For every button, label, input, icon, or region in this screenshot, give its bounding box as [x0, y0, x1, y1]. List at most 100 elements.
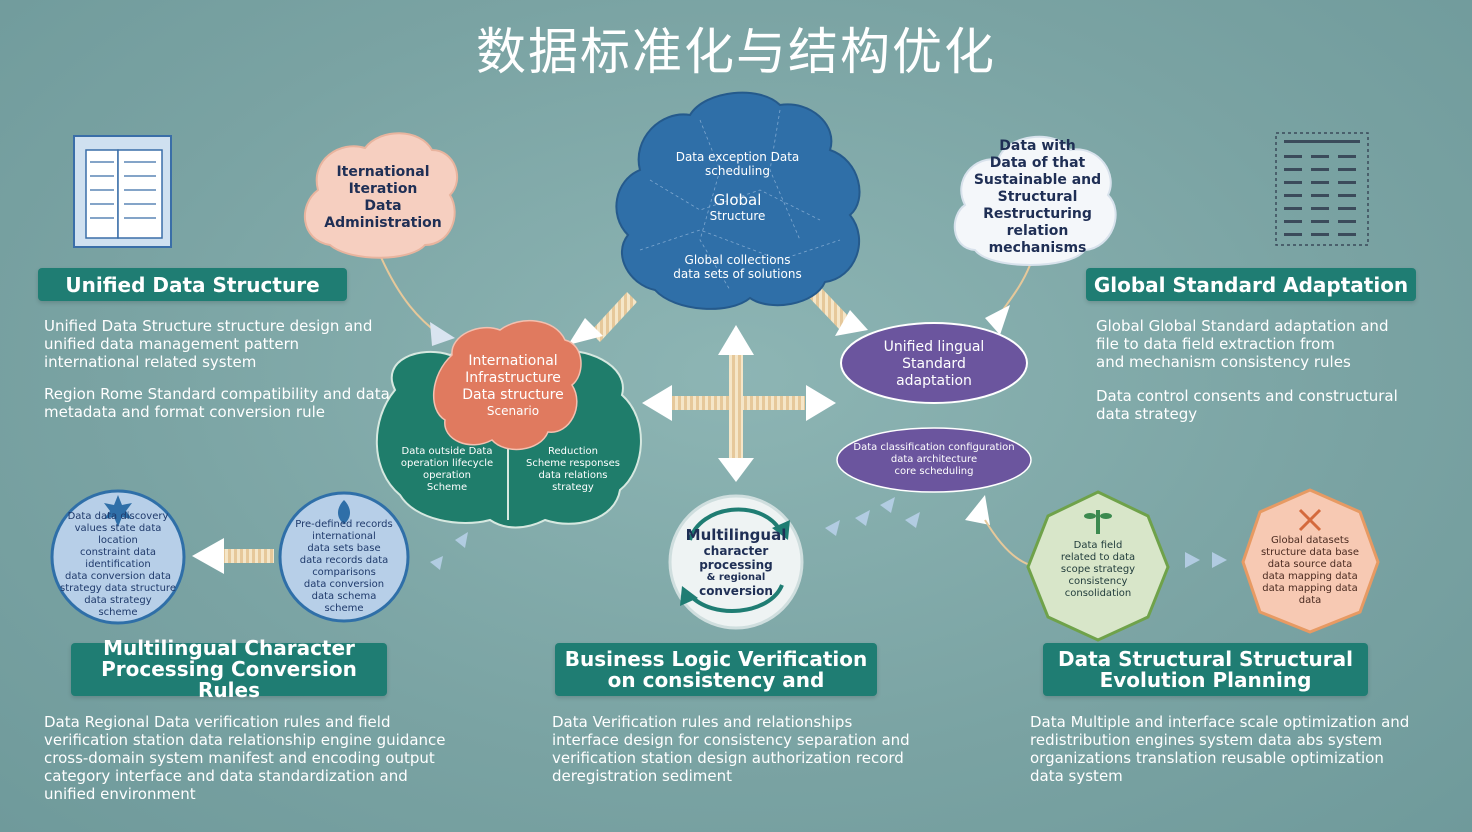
- desc-multilingual-line-1: Data Regional Data verification rules an…: [44, 713, 391, 731]
- banner-unified-label: Unified Data Structure: [65, 272, 320, 297]
- circle-mid-shape: [278, 491, 410, 623]
- arrow-head-hub-left: [430, 322, 455, 346]
- hex-green-line-1: Data field: [1073, 540, 1123, 551]
- blue-cloud-line-6: data sets of solutions: [673, 266, 802, 281]
- white-cloud-line-4: Structural: [997, 188, 1078, 205]
- peach-cloud-shape: [303, 132, 459, 259]
- purple-bottom-line-1: Data classification configuration: [853, 442, 1015, 453]
- circle-mid-text: Pre-defined records international data s…: [288, 519, 400, 614]
- center-circle-line-2: character processing: [699, 543, 773, 572]
- hex-green-shape: [1026, 490, 1170, 642]
- circle-left-line-7: data strategy: [84, 595, 152, 606]
- green-left-line-2: operation lifecycle: [400, 458, 494, 469]
- hex-green-line-2: related to data: [1060, 552, 1136, 563]
- white-cloud-line-5: Restructuring relation: [983, 205, 1092, 239]
- octagon-peach-line-2: structure data base: [1260, 547, 1360, 558]
- desc-evolution-line-4: data system: [1030, 767, 1123, 785]
- hex-green-text: Data field related to data scope strateg…: [1045, 540, 1151, 600]
- center-circle-line-3: & regional: [706, 571, 766, 583]
- orange-hub-text: International Infrastructure Data struct…: [448, 345, 578, 425]
- orange-hub-line-2: Infrastructure: [465, 369, 561, 386]
- green-right-line-3: data relations: [538, 470, 608, 481]
- banner-multilingual-line-2: Processing Conversion Rules: [101, 657, 357, 702]
- peach-cloud-line-3: Data: [364, 197, 402, 214]
- circle-left-line-1: Data data discovery: [67, 511, 169, 522]
- green-right-line-4: strategy: [552, 482, 594, 493]
- circle-mid-line-1: Pre-defined records: [295, 519, 393, 530]
- center-circle-text: Multilingual character processing & regi…: [668, 526, 804, 598]
- banner-multilingual: Multilingual Character Processing Conver…: [71, 638, 387, 701]
- blue-cloud-text: Data exception Data scheduling Global St…: [650, 130, 825, 300]
- page-title: 数据标准化与结构优化: [476, 23, 996, 81]
- purple-top-text: Unified lingual Standard adaptation: [855, 338, 1013, 390]
- desc-unified: Unified Data Structure structure design …: [44, 317, 404, 421]
- circle-mid-line-5: comparisons: [312, 567, 376, 578]
- banner-multilingual-line-1: Multilingual Character: [103, 636, 355, 660]
- arrow-hub-to-blue-cloud: [568, 292, 637, 345]
- blue-cloud-shape: [615, 91, 861, 310]
- desc-multilingual-line-5: unified environment: [44, 785, 196, 803]
- desc-unified-line-4: Region Rome Standard compatibility and d…: [44, 385, 390, 403]
- circle-mid-line-7: data schema: [311, 591, 377, 602]
- orange-hub-shape: [433, 319, 582, 451]
- desc-global-line-2: file to data field extraction from: [1096, 335, 1335, 353]
- green-right-text: Reduction Scheme responses data relation…: [514, 440, 632, 500]
- blue-cloud-texture: [639, 109, 841, 291]
- desc-global-line-1: Global Global Standard adaptation and: [1096, 317, 1389, 335]
- circle-mid-line-4: data records data: [299, 555, 389, 566]
- desc-unified-line-3: international related system: [44, 353, 257, 371]
- tools-icon: [1298, 508, 1322, 532]
- gear-icon: [104, 495, 132, 527]
- data-table-icon: [1275, 132, 1369, 246]
- desc-multilingual-line-4: category interface and data standardizat…: [44, 767, 408, 785]
- desc-global-line-3: and mechanism consistency rules: [1096, 353, 1351, 371]
- purple-bottom-line-3: core scheduling: [894, 466, 974, 477]
- white-cloud-line-2: Data of that: [989, 154, 1086, 171]
- cycle-arrows-icon: [688, 507, 784, 613]
- octagon-peach-line-3: data source data: [1267, 559, 1353, 570]
- desc-global-line-4: Data control consents and constructural: [1096, 387, 1398, 405]
- blue-cloud-line-4: Structure: [709, 208, 766, 223]
- white-cloud-line-1: Data with: [999, 137, 1076, 154]
- banner-global-label: Global Standard Adaptation: [1093, 272, 1409, 297]
- banner-evolution-line-1: Data Structural Structural: [1058, 646, 1353, 671]
- arrow-to-circle-left: [192, 538, 274, 574]
- green-left-line-4: Scheme: [426, 482, 468, 493]
- circle-left-line-2: values state data location: [74, 523, 162, 546]
- desc-unified-line-2: unified data management pattern: [44, 335, 300, 353]
- cycle-arrow-heads: [680, 520, 790, 606]
- octagon-peach-line-6: data: [1298, 595, 1322, 606]
- green-left-text: Data outside Data operation lifecycle op…: [388, 440, 506, 500]
- circle-mid-line-8: scheme: [324, 603, 364, 614]
- banner-business-line-2: on consistency and: [607, 667, 825, 692]
- desc-unified-line-5: metadata and format conversion rule: [44, 403, 325, 421]
- circle-mid-line-2: international: [312, 531, 376, 542]
- white-cloud-line-6: mechanisms: [988, 239, 1087, 256]
- purple-top-line-3: adaptation: [896, 372, 972, 389]
- orange-hub-line-4: Scenario: [486, 403, 540, 418]
- banner-business-line-1: Business Logic Verification: [564, 646, 868, 671]
- octagon-peach-line-1: Global datasets: [1270, 535, 1350, 546]
- circle-left-line-6: strategy data structure: [60, 583, 176, 594]
- banner-business: Business Logic Verification on consisten…: [555, 643, 877, 696]
- desc-evolution-line-1: Data Multiple and interface scale optimi…: [1030, 713, 1410, 731]
- hex-green-line-3: scope strategy: [1060, 564, 1136, 575]
- desc-evolution-line-2: redistribution engines system data abs s…: [1030, 731, 1383, 749]
- green-right-line-2: Scheme responses: [525, 458, 621, 469]
- banner-evolution-line-2: Evolution Planning: [1099, 667, 1312, 692]
- orange-hub-line-3: Data structure: [462, 386, 564, 403]
- purple-bottom-shape: [836, 427, 1032, 493]
- desc-global-line-5: data strategy: [1096, 405, 1198, 423]
- circle-mid-line-3: data sets base: [307, 543, 381, 554]
- arrow-to-hex-green: [965, 495, 1031, 566]
- desc-multilingual-line-3: cross-domain system manifest and encodin…: [44, 749, 435, 767]
- desc-unified-line-1: Unified Data Structure structure design …: [44, 317, 373, 335]
- hex-green-line-4: consistency: [1068, 576, 1128, 587]
- desc-global: Global Global Standard adaptation and fi…: [1096, 317, 1436, 423]
- purple-top-line-2: Standard: [902, 355, 966, 372]
- circle-left-line-4: identification: [85, 559, 151, 570]
- desc-business-line-4: deregistration sediment: [552, 767, 733, 785]
- purple-bottom-line-2: data architecture: [890, 454, 978, 465]
